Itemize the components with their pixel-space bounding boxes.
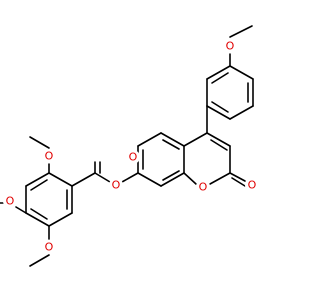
oxygen-methoxy-phenyl: O — [226, 40, 235, 53]
oxygen-ester-carbonyl: O — [129, 151, 138, 164]
oxygen-methoxy-bottom: O — [45, 241, 54, 254]
oxygen-lactone-carbonyl: O — [248, 179, 257, 192]
oxygen-methoxy-middle: O — [6, 195, 15, 208]
oxygen-methoxy-top: O — [45, 150, 54, 163]
oxygen-lactone-ring: O — [199, 181, 208, 194]
oxygen-ester-link: O — [112, 179, 121, 192]
trimethoxyphenyl-ring — [25, 172, 73, 227]
benzo-ring — [137, 132, 185, 187]
ester-linkage — [71, 161, 139, 187]
pyranone-ring — [183, 105, 231, 185]
methoxyphenyl-ring — [206, 65, 254, 120]
methoxy-group-bottom — [29, 225, 50, 267]
atom-labels: O O O O O O O O — [3, 39, 259, 254]
molecule-canvas: O O O O O O O O — [0, 25, 259, 267]
lactone-carbonyl — [229, 172, 246, 187]
structure-diagram: O O O O O O O O — [0, 25, 259, 267]
methoxy-group-phenyl — [229, 25, 253, 67]
methoxy-group-top — [29, 136, 50, 174]
